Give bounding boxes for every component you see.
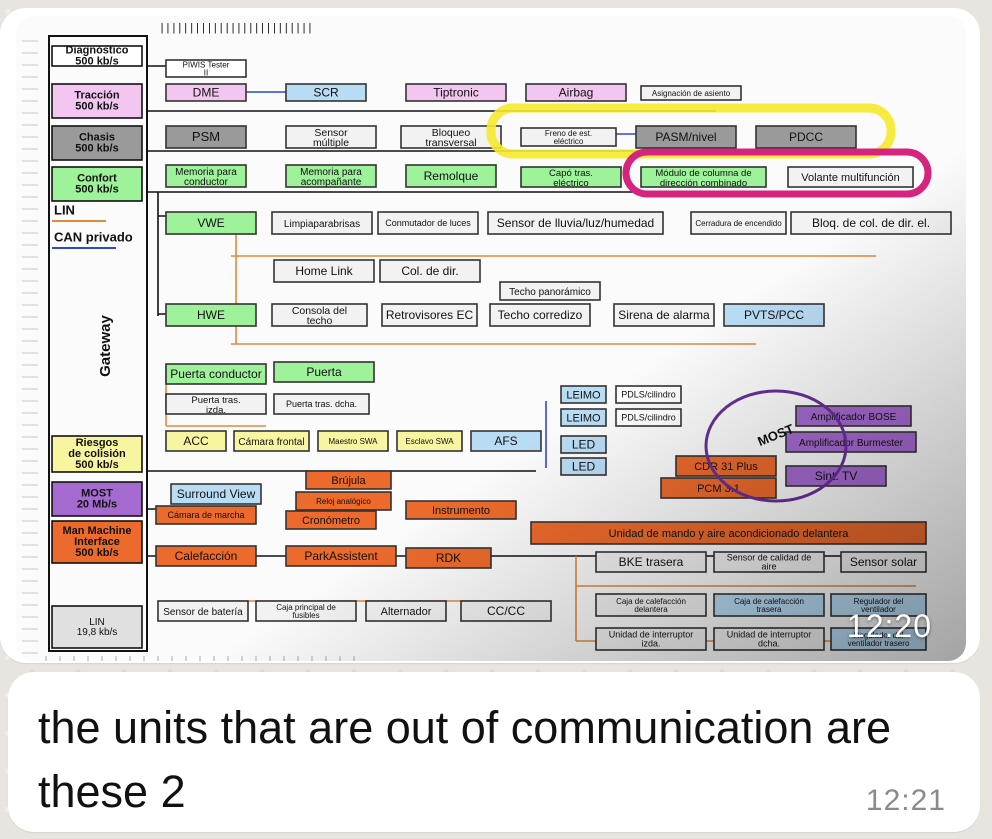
message-text: the units that are out of communication …	[38, 702, 891, 817]
photo-shade	[16, 16, 966, 661]
can-bus-diagram: | | | | | | | | | | | | | | | | | | | | …	[16, 16, 966, 661]
image-timestamp: 12:20	[846, 608, 932, 644]
message-timestamp: 12:21	[865, 784, 946, 817]
text-message-bubble[interactable]: the units that are out of communication …	[8, 672, 980, 832]
diagram-photo[interactable]: | | | | | | | | | | | | | | | | | | | | …	[16, 16, 966, 661]
image-message-bubble[interactable]: | | | | | | | | | | | | | | | | | | | | …	[0, 8, 980, 663]
